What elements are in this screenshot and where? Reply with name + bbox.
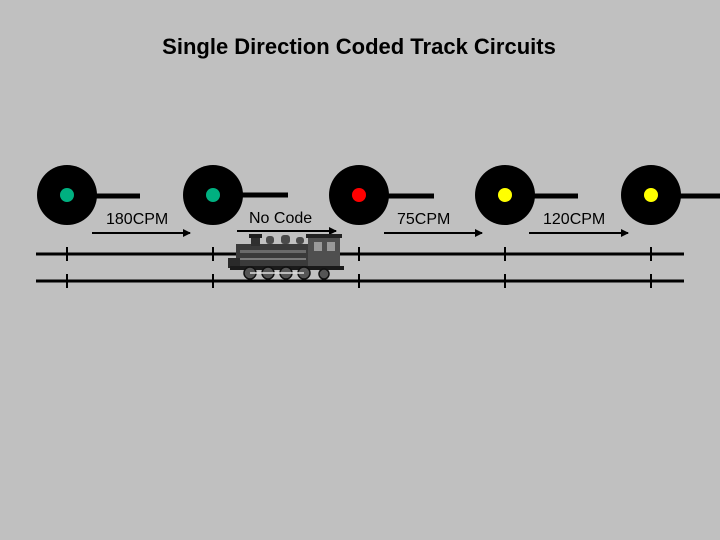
signal-lamp-3 bbox=[352, 188, 366, 202]
slide-title: Single Direction Coded Track Circuits bbox=[162, 34, 556, 59]
signal-3 bbox=[329, 165, 434, 225]
signal-lamp-2 bbox=[206, 188, 220, 202]
code-label-4: 120CPM bbox=[543, 211, 606, 228]
signal-lamp-4 bbox=[498, 188, 512, 202]
steam-locomotive-icon bbox=[228, 234, 344, 280]
signal-2 bbox=[183, 165, 288, 225]
signal-5 bbox=[621, 165, 720, 225]
signal-1 bbox=[37, 165, 140, 225]
insulated-joints bbox=[66, 247, 652, 288]
code-label-2: No Code bbox=[249, 210, 313, 227]
signal-lamp-5 bbox=[644, 188, 658, 202]
code-label-1: 180CPM bbox=[106, 211, 169, 228]
signal-lamp-1 bbox=[60, 188, 74, 202]
signal-4 bbox=[475, 165, 578, 225]
code-label-3: 75CPM bbox=[397, 211, 451, 228]
